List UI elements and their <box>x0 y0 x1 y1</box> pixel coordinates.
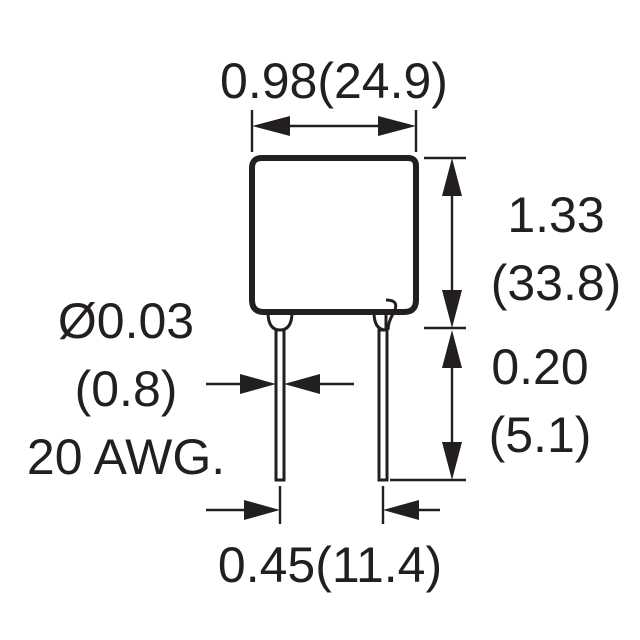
width-dimension <box>250 110 418 152</box>
lead-length-dimension <box>390 330 466 482</box>
height-dimension-label-in: 1.33 <box>507 187 604 243</box>
lead-diameter-dimension <box>206 374 354 394</box>
width-dimension-label: 0.98(24.9) <box>220 53 448 109</box>
height-dimension <box>424 156 466 330</box>
lead-spacing-label: 0.45(11.4) <box>218 537 442 593</box>
lead-diameter-label-in: Ø0.03 <box>58 293 194 349</box>
lead-length-label-mm: (5.1) <box>489 407 592 463</box>
lead-length-label-in: 0.20 <box>491 339 588 395</box>
height-dimension-label-mm: (33.8) <box>491 255 622 311</box>
component-body <box>249 155 419 315</box>
lead-diameter-label-mm: (0.8) <box>75 361 178 417</box>
lead-right <box>372 298 398 482</box>
lead-left <box>266 311 294 482</box>
lead-spacing-dimension <box>206 486 440 524</box>
lead-gauge-label: 20 AWG. <box>27 429 225 485</box>
